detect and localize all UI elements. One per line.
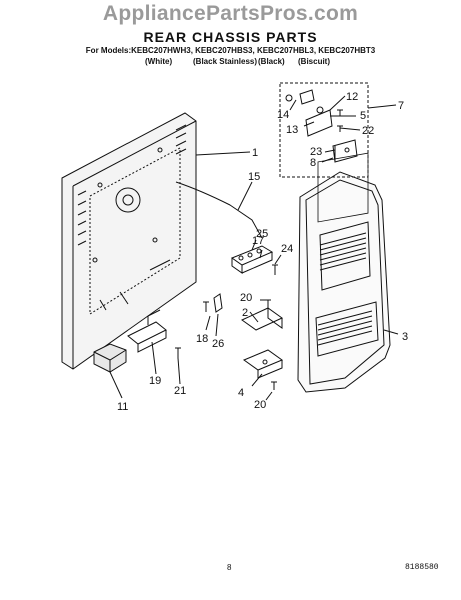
color-white: (White) — [145, 57, 173, 66]
callout-20a: 20 — [240, 292, 252, 304]
part-26 — [213, 293, 223, 313]
callout-24: 24 — [281, 243, 293, 255]
callout-21: 21 — [174, 385, 186, 397]
callout-7: 7 — [398, 100, 404, 112]
callout-25: 25 — [256, 228, 268, 240]
callout-1: 1 — [252, 147, 258, 159]
screw-20-bottom — [271, 381, 277, 390]
callout-20b: 20 — [254, 399, 266, 411]
callout-5: 5 — [360, 110, 366, 122]
callout-15: 15 — [248, 171, 260, 183]
callout-3: 3 — [402, 331, 408, 343]
callout-2: 2 — [242, 307, 248, 319]
bracket-2 — [241, 307, 283, 331]
screw-20-top — [265, 299, 271, 308]
screw-21 — [175, 347, 181, 358]
block-11 — [93, 343, 127, 373]
callout-26: 26 — [212, 338, 224, 350]
rear-cover — [297, 152, 391, 393]
callout-18: 18 — [196, 333, 208, 345]
part-18 — [203, 301, 209, 312]
models-line: For Models:KEBC207HWH3, KEBC207HBS3, KEB… — [85, 46, 376, 55]
document-number: 8188580 — [405, 563, 439, 572]
callout-13: 13 — [286, 124, 298, 136]
callout-14: 14 — [277, 109, 289, 121]
rear-chassis-panel — [61, 112, 197, 370]
wire-rod — [175, 181, 263, 239]
callout-8: 8 — [310, 157, 316, 169]
bracket-4 — [242, 349, 284, 379]
color-biscuit: (Biscuit) — [298, 57, 330, 66]
page-number: 8 — [227, 563, 232, 572]
screw-24 — [272, 264, 278, 275]
detail-box — [279, 82, 369, 178]
callout-19: 19 — [149, 375, 161, 387]
callout-11: 11 — [117, 401, 128, 413]
callout-22: 22 — [362, 125, 374, 137]
watermark: AppliancePartsPros.com — [102, 2, 359, 25]
callout-4: 4 — [238, 387, 244, 399]
color-black-stainless: (Black Stainless) — [193, 57, 258, 66]
callout-12: 12 — [346, 91, 358, 103]
callout-23: 23 — [310, 146, 322, 158]
terminal-block — [230, 245, 274, 274]
color-black: (Black) — [258, 57, 285, 66]
diagram-title: REAR CHASSIS PARTS — [143, 29, 318, 45]
callout-17: 17 — [252, 235, 264, 247]
